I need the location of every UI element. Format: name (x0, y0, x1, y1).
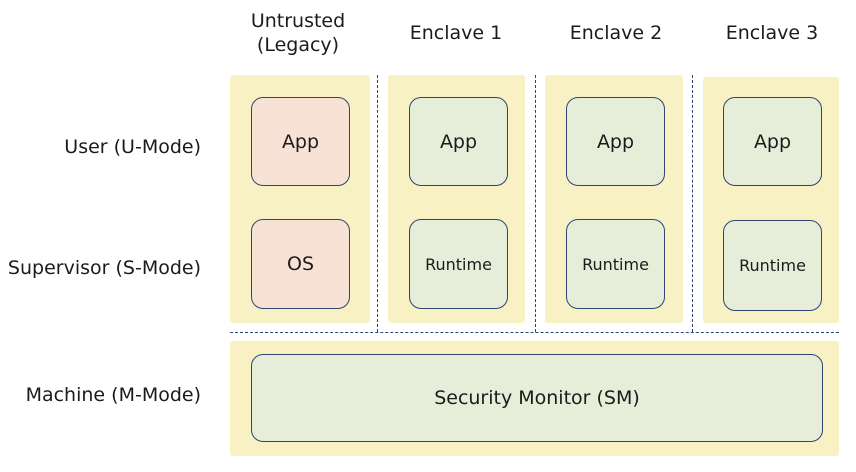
row-label-supervisor: Supervisor (S-Mode) (7, 257, 201, 279)
row-label-user: User (U-Mode) (64, 136, 201, 158)
column-header-enclave-2: Enclave 2 (569, 22, 663, 44)
untrusted-app-box: App (251, 97, 350, 186)
enclave-1-app-box: App (409, 97, 508, 186)
enclave-3-app-box: App (723, 97, 822, 186)
enclave-3-runtime-box: Runtime (723, 220, 822, 311)
column-header-enclave-1: Enclave 1 (409, 22, 503, 44)
security-monitor-box: Security Monitor (SM) (251, 354, 823, 442)
untrusted-os-box: OS (251, 219, 350, 309)
enclave-1-runtime-box: Runtime (409, 219, 508, 309)
mode-separator (230, 332, 839, 333)
column-header-untrusted: Untrusted (Legacy) (250, 10, 346, 56)
separator-2 (535, 75, 536, 332)
enclave-2-app-box: App (566, 97, 665, 186)
enclave-2-runtime-box: Runtime (566, 219, 665, 309)
separator-3 (692, 75, 693, 332)
column-header-enclave-3: Enclave 3 (725, 22, 819, 44)
row-label-machine: Machine (M-Mode) (25, 384, 201, 406)
separator-1 (377, 75, 378, 332)
